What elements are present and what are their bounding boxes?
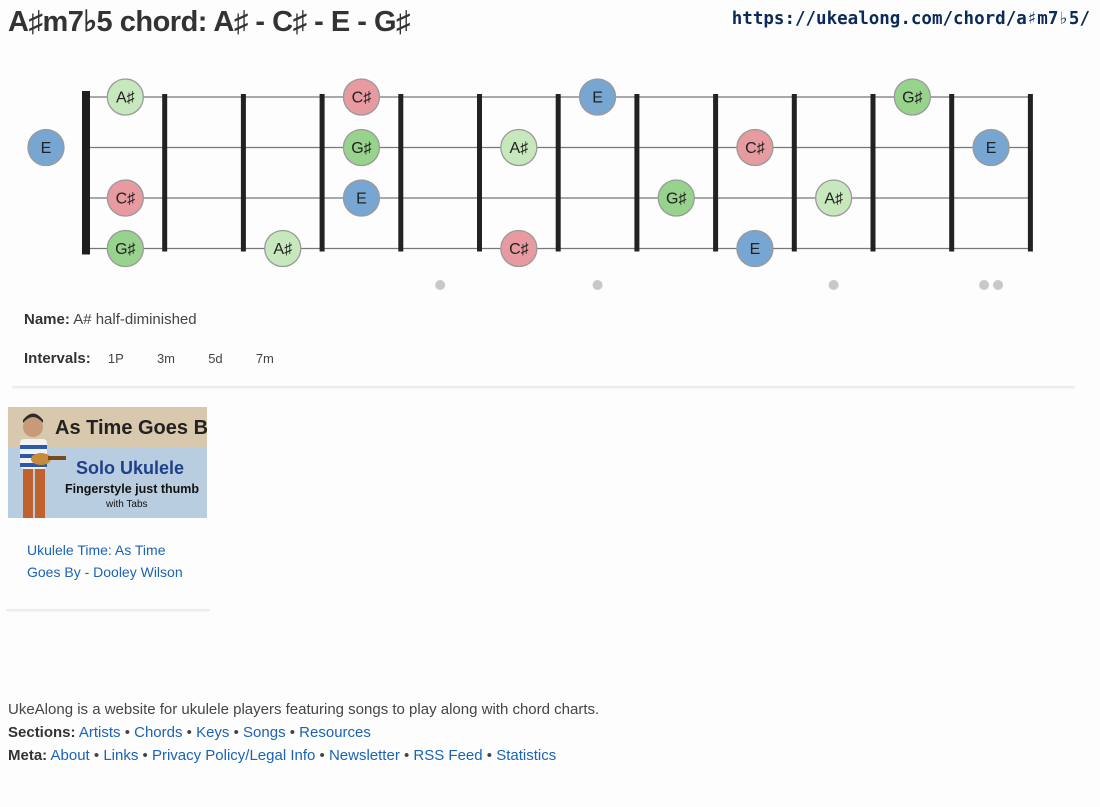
note-label: G♯ xyxy=(902,90,922,107)
footer-link-songs[interactable]: Songs xyxy=(243,724,286,741)
note-circle xyxy=(342,128,381,167)
fret-marker-dot xyxy=(592,280,603,290)
note-circle xyxy=(106,78,144,116)
thumbnail-subtitle: Solo Ukulele xyxy=(76,458,185,478)
note-label: E xyxy=(750,241,761,258)
note-label: A♯ xyxy=(824,191,843,208)
fret-marker-dot xyxy=(979,280,990,290)
fret-wire-11 xyxy=(949,94,955,252)
fret-wire-10 xyxy=(870,94,876,252)
note-circle xyxy=(657,179,695,217)
thumbnail-line3: Fingerstyle just thumb xyxy=(65,482,200,496)
note-label: C♯ xyxy=(116,191,136,208)
intervals-label: Intervals: xyxy=(24,350,91,367)
fretboard-diagram: E A♯ C♯ E G♯ G♯ A♯ C♯ E C♯ E G♯ A♯ G♯ A♯ C♯ E xyxy=(27,78,1033,290)
note-label: E xyxy=(41,140,52,157)
nut xyxy=(82,91,90,255)
thumbnail-title: As Time Goes By xyxy=(55,417,207,439)
note-circle xyxy=(736,128,774,167)
chord-name-value: A# half-diminished xyxy=(73,311,197,328)
footer-link-newsletter[interactable]: Newsletter xyxy=(328,747,400,764)
note-label: C♯ xyxy=(509,241,529,258)
note-circle xyxy=(500,128,538,167)
footer-sections: Sections: Artists • Chords • Keys • Song… xyxy=(8,724,371,741)
chord-intervals-row: Intervals: 1P 3m 5d 7m xyxy=(24,350,274,367)
note-circle xyxy=(342,78,381,116)
footer: UkeAlong is a website for ukulele player… xyxy=(8,698,599,767)
note-label: G♯ xyxy=(115,241,135,258)
note-label: E xyxy=(356,191,367,208)
note-label: E xyxy=(592,90,603,107)
chord-name-label: Name: xyxy=(24,311,70,328)
footer-link-privacy[interactable]: Privacy Policy/Legal Info xyxy=(151,747,316,764)
page-url: https://ukealong.com/chord/a♯m7♭5/ xyxy=(731,9,1090,29)
footer-link-statistics[interactable]: Statistics xyxy=(496,747,557,764)
chord-name-row: Name: A# half-diminished xyxy=(24,311,197,328)
fret-marker-dot xyxy=(435,280,446,290)
fret-wire-12 xyxy=(1027,94,1033,252)
note-circle xyxy=(27,128,65,167)
fret-wire-1 xyxy=(162,94,168,252)
interval-item: 3m xyxy=(156,351,176,366)
note-label: A♯ xyxy=(116,90,135,107)
section-divider xyxy=(12,386,1075,389)
note-circle xyxy=(972,128,1010,167)
note-label: E xyxy=(986,140,997,157)
interval-item: 1P xyxy=(107,351,124,366)
fret-wire-3 xyxy=(319,94,325,252)
footer-link-keys[interactable]: Keys xyxy=(196,724,230,741)
fret-marker-dot xyxy=(828,280,839,290)
footer-link-rss[interactable]: RSS Feed xyxy=(413,747,483,764)
footer-meta: Meta: About • Links • Privacy Policy/Leg… xyxy=(8,747,557,764)
note-circle xyxy=(342,179,381,217)
player-illustration xyxy=(20,413,66,518)
note-circle xyxy=(736,229,774,268)
site-description: UkeAlong is a website for ukulele player… xyxy=(8,701,600,718)
fret-wire-7 xyxy=(634,94,640,252)
footer-link-chords[interactable]: Chords xyxy=(134,724,183,741)
fret-wire-6 xyxy=(555,94,561,252)
note-circle xyxy=(106,229,144,268)
note-label: C♯ xyxy=(745,140,765,157)
note-circle xyxy=(815,179,853,217)
note-circle xyxy=(106,179,144,217)
meta-label: Meta: xyxy=(8,747,48,764)
fret-wire-9 xyxy=(791,94,797,252)
footer-link-artists[interactable]: Artists xyxy=(78,724,121,741)
note-label: A♯ xyxy=(273,241,292,258)
note-circle xyxy=(893,78,931,116)
fret-wire-8 xyxy=(713,94,719,252)
fret-marker-dot xyxy=(993,280,1004,290)
footer-link-resources[interactable]: Resources xyxy=(299,724,371,741)
card-divider xyxy=(6,609,210,612)
page-title: A♯m7♭5 chord: A♯ - C♯ - E - G♯ xyxy=(8,6,411,38)
fret-wire-2 xyxy=(240,94,246,252)
thumbnail-line4: with Tabs xyxy=(106,499,148,510)
note-circle xyxy=(264,229,302,268)
sections-label: Sections: xyxy=(8,724,76,741)
interval-item: 5d xyxy=(208,351,223,366)
interval-item: 7m xyxy=(255,351,274,366)
note-label: C♯ xyxy=(352,90,372,107)
note-circle xyxy=(578,78,617,116)
video-thumbnail[interactable]: As Time Goes By Solo Ukulele Fingerstyle… xyxy=(8,407,207,518)
note-circle xyxy=(500,229,538,268)
note-label: G♯ xyxy=(666,191,686,208)
footer-link-links[interactable]: Links xyxy=(103,747,139,764)
note-label: A♯ xyxy=(510,140,529,157)
fret-wire-4 xyxy=(398,94,404,252)
footer-link-about[interactable]: About xyxy=(50,747,90,764)
song-link[interactable]: Ukulele Time: As Time Goes By - Dooley W… xyxy=(27,542,183,580)
note-label: G♯ xyxy=(351,140,371,157)
fret-wire-5 xyxy=(477,94,482,252)
